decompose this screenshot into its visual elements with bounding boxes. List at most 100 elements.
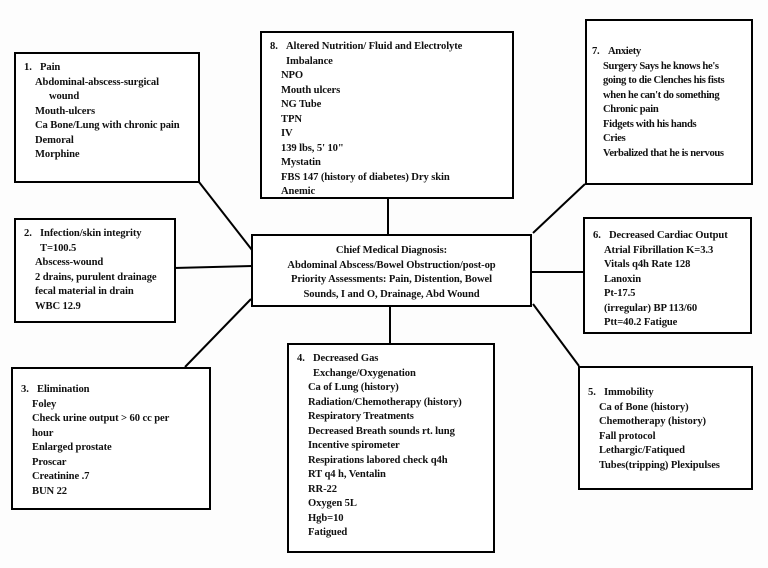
- box-number: 8.: [270, 41, 278, 52]
- box-line: Decreased Breath sounds rt. lung: [308, 425, 455, 437]
- box-line: Surgery Says he knows he's: [603, 60, 719, 72]
- box-title: Altered Nutrition/ Fluid and Electrolyte: [286, 41, 463, 52]
- connector-pain-center: [198, 181, 253, 251]
- box-line: Priority Assessments: Pain, Distention, …: [291, 274, 492, 285]
- box-line: wound: [49, 91, 80, 102]
- box-line: hour: [32, 427, 54, 439]
- box-header: 8. Altered Nutrition/ Fluid and Electroly…: [270, 40, 509, 55]
- box-line: Chronic pain: [603, 104, 659, 115]
- connector-anxiety-center: [532, 183, 586, 234]
- center-title: Chief Medical Diagnosis:: [335, 245, 448, 256]
- box-line: Creatinine .7: [32, 471, 90, 482]
- box-title: Elimination: [37, 384, 90, 395]
- box-line: Chemotherapy (history): [599, 416, 706, 427]
- box-lines: Exchange/Oxygenation Ca of Lung (history)…: [297, 367, 490, 541]
- box-anxiety: 7. Anxiety Surgery Says he knows he's goin…: [585, 19, 753, 185]
- box-header: 7. Anxiety: [592, 45, 748, 60]
- box-line: Demoral: [35, 134, 74, 146]
- box-line: Fall protocol: [599, 430, 656, 442]
- box-title: Pain: [40, 62, 61, 73]
- box-line: Respirations labored check q4h: [308, 454, 448, 466]
- box-title: Decreased Gas: [313, 353, 379, 364]
- box-immobility: 5.Immobility Ca of Bone (history) Chemoth…: [578, 366, 753, 490]
- box-line: Abdominal Abscess/Bowel Obstruction/post…: [287, 259, 496, 271]
- box-line: T=100.5: [40, 242, 77, 254]
- box-header: 6. Decreased Cardiac Output: [593, 229, 747, 244]
- box-line: Mouth ulcers: [281, 84, 341, 96]
- box-line: Ca of Bone (history): [599, 401, 689, 413]
- box-line: 2 drains, purulent drainage: [35, 271, 157, 283]
- box-line: RT q4 h, Ventalin: [308, 469, 386, 480]
- box-line: Sounds, I and O, Drainage, Abd Wound: [303, 288, 480, 300]
- box-line: going to die Clenches his fists: [603, 75, 725, 86]
- box-lines: Surgery Says he knows he's going to die C…: [592, 60, 748, 162]
- connector-elimination-center: [184, 298, 252, 368]
- box-line: Respiratory Treatments: [308, 411, 414, 422]
- box-line: Imbalance: [286, 55, 333, 67]
- box-number: 6.: [593, 230, 601, 241]
- box-chief-medical-diagnosis: Chief Medical Diagnosis: Abdominal Absce…: [251, 234, 532, 307]
- box-line: Morphine: [35, 149, 80, 160]
- box-line: Check urine output > 60 cc per: [32, 413, 170, 424]
- box-line: Lanoxin: [604, 273, 641, 285]
- box-number: 2.: [24, 228, 32, 239]
- box-altered-nutrition: 8. Altered Nutrition/ Fluid and Electroly…: [260, 31, 514, 199]
- box-line: Abdominal-abscess-surgical: [35, 76, 159, 88]
- box-title: Anxiety: [608, 46, 641, 57]
- box-line: TPN: [281, 113, 302, 125]
- box-decreased-cardiac-output: 6. Decreased Cardiac Output Atrial Fibril…: [583, 217, 752, 334]
- box-line: Ca of Lung (history): [308, 382, 399, 393]
- box-header: 2. Infection/skin integrity: [24, 227, 171, 242]
- box-line: Vitals q4h Rate 128: [604, 259, 691, 270]
- box-title: Infection/skin integrity: [40, 228, 142, 239]
- box-line: Ca Bone/Lung with chronic pain: [35, 120, 180, 131]
- box-line: when he can't do something: [603, 89, 720, 101]
- box-line: FBS 147 (history of diabetes) Dry skin: [281, 171, 450, 183]
- box-number: 1.: [24, 62, 32, 73]
- box-decreased-gas-exchange: 4. Decreased Gas Exchange/Oxygenation Ca o…: [287, 343, 495, 553]
- box-line: (irregular) BP 113/60: [604, 302, 698, 314]
- box-line: BUN 22: [32, 485, 68, 497]
- box-number: 7.: [592, 46, 600, 57]
- box-line: Verbalized that he is nervous: [603, 147, 724, 159]
- box-header: 3. Elimination: [21, 383, 206, 398]
- box-line: Oxygen 5L: [308, 498, 357, 509]
- box-header: 5.Immobility: [588, 386, 748, 401]
- box-line: Foley: [32, 398, 57, 410]
- box-line: 139 lbs, 5' 10": [281, 142, 344, 154]
- connector-immobility-center: [532, 303, 580, 367]
- box-line: Enlarged prostate: [32, 442, 112, 453]
- box-number: 4.: [297, 353, 305, 364]
- center-lines: Abdominal Abscess/Bowel Obstruction/post…: [257, 259, 526, 303]
- box-line: IV: [281, 128, 293, 139]
- box-line: Ptt=40.2 Fatigue: [604, 317, 678, 328]
- box-header: 1. Pain: [24, 61, 195, 76]
- box-line: NG Tube: [281, 99, 322, 110]
- box-line: Pt-17.5: [604, 288, 636, 299]
- box-title: Immobility: [604, 387, 654, 398]
- box-line: WBC 12.9: [35, 300, 81, 312]
- box-line: Anemic: [281, 186, 316, 197]
- connector-infection-center: [173, 265, 253, 269]
- box-line: Radiation/Chemotherapy (history): [308, 396, 462, 408]
- box-line: Incentive spirometer: [308, 440, 400, 451]
- box-title: Decreased Cardiac Output: [609, 230, 728, 241]
- box-line: Proscar: [32, 456, 67, 468]
- box-lines: Ca of Bone (history) Chemotherapy (histor…: [588, 401, 748, 474]
- box-number: 3.: [21, 384, 29, 395]
- box-line: Exchange/Oxygenation: [313, 367, 416, 379]
- box-line: Fidgets with his hands: [603, 118, 697, 130]
- box-line: Cries: [603, 133, 626, 144]
- box-line: Atrial Fibrillation K=3.3: [604, 244, 714, 256]
- box-line: fecal material in drain: [35, 286, 134, 297]
- box-header: 4. Decreased Gas: [297, 352, 490, 367]
- box-line: Hgb=10: [308, 512, 344, 524]
- box-line: Mystatin: [281, 157, 321, 168]
